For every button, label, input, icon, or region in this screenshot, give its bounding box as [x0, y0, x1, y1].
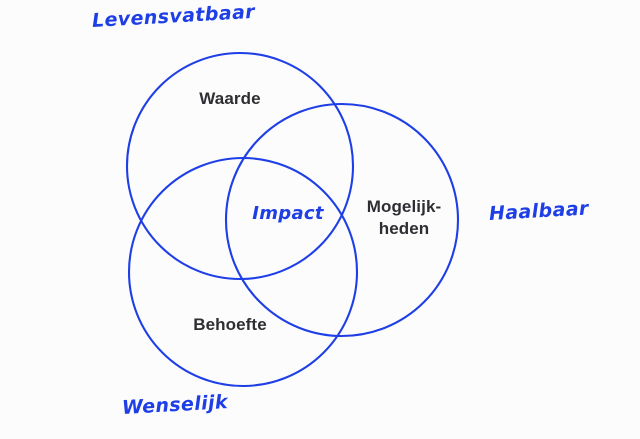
circle-behoefte [127, 156, 359, 388]
set-label-behoefte: Behoefte [193, 315, 267, 334]
circle-mogelijkheden [224, 102, 460, 338]
set-label-mogelijkheden-line1: Mogelijk- [366, 197, 442, 216]
intersection-label-impact: Impact [252, 203, 324, 224]
circle-waarde [125, 51, 355, 281]
set-label-mogelijkheden-line2: heden [378, 219, 430, 239]
set-label-waarde: Waarde [199, 89, 261, 108]
set-label-mogelijkheden: Mogelijk- heden [352, 196, 456, 241]
